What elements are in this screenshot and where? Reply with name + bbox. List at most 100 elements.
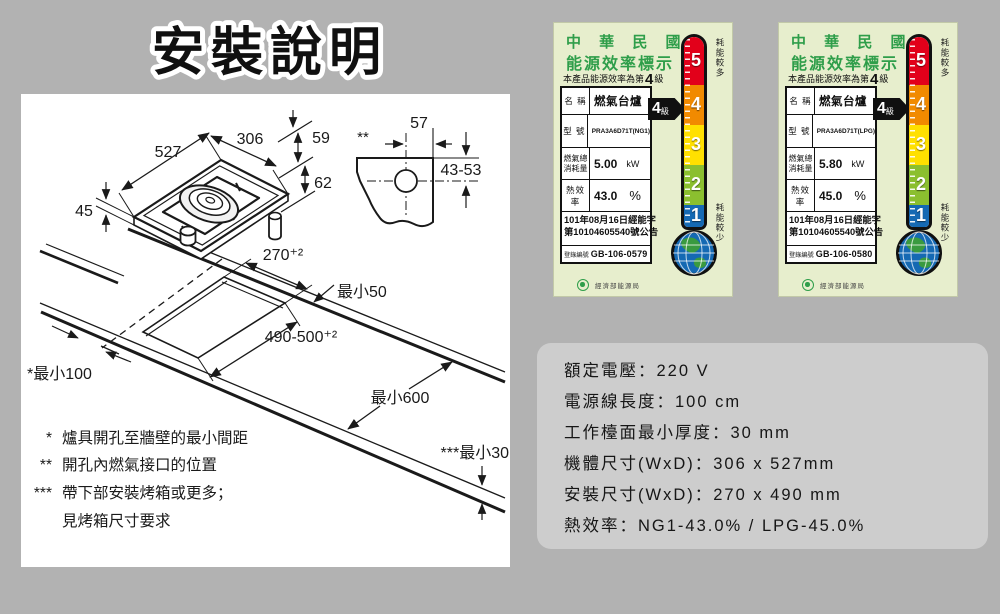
dim-43-53: 43-53 bbox=[441, 162, 482, 179]
badge-suffix: 級 bbox=[885, 106, 894, 116]
model-label: 型 號 bbox=[787, 115, 813, 147]
efficiency-unit: % bbox=[854, 188, 866, 203]
gas-label: 燃氣總消耗量 bbox=[562, 148, 590, 179]
spec-rated-voltage: 額定電壓：220 V bbox=[564, 362, 710, 380]
less-energy-label: 耗能較少 bbox=[940, 203, 950, 243]
efficiency-value-cell: 43.0% bbox=[590, 180, 650, 211]
hob-drawing bbox=[131, 158, 291, 260]
spec-thermal-efficiency: 熱效率：NG1-43.0% / LPG-45.0% bbox=[564, 517, 866, 535]
hob-dimensions: 527 306 59 62 45 bbox=[75, 110, 332, 232]
registration-number: GB-106-0579 bbox=[590, 249, 648, 259]
bureau-name: 經濟部能源局 bbox=[820, 283, 865, 290]
page-title: 安裝說明 bbox=[152, 24, 388, 82]
efficiency-label: 熱效率 bbox=[562, 180, 590, 211]
burner bbox=[178, 184, 240, 224]
registration-label: 登錄編號 bbox=[789, 251, 814, 259]
table-row: 名 稱燃氣台爐 bbox=[787, 88, 875, 115]
gas-connection-detail: ** 57 43-53 bbox=[356, 115, 485, 228]
label-footer: 經濟部能源局 bbox=[802, 279, 865, 291]
less-energy-label: 耗能較少 bbox=[715, 203, 725, 243]
label-country: 中 華 民 國 bbox=[566, 34, 688, 51]
note-text: 見烤箱尺寸要求 bbox=[62, 512, 171, 530]
subtitle-prefix: 本產品能源效率為第 bbox=[563, 74, 645, 84]
subtitle-suffix: 級 bbox=[879, 74, 889, 84]
efficiency-value-cell: 45.0% bbox=[815, 180, 875, 211]
table-row: 名 稱燃氣台爐 bbox=[562, 88, 650, 115]
bureau-logo-icon bbox=[802, 279, 814, 291]
dim-490-500: 490-500⁺² bbox=[265, 329, 338, 346]
dim-270: 270⁺² bbox=[263, 247, 304, 264]
gas-label-2: 消耗量 bbox=[563, 163, 588, 173]
efficiency-scale: 5 4 3 2 1 bbox=[681, 34, 707, 230]
label-footer: 經濟部能源局 bbox=[577, 279, 640, 291]
efficiency-value: 43.0 bbox=[594, 188, 618, 203]
dim-527: 527 bbox=[155, 144, 182, 161]
model-label: 型 號 bbox=[562, 115, 588, 147]
efficiency-label: 熱效率 bbox=[787, 180, 815, 211]
note-text: 開孔內燃氣接口的位置 bbox=[62, 456, 217, 474]
registration-number: GB-106-0580 bbox=[815, 249, 873, 259]
table-row: 燃氣總消耗量 5.80 kW bbox=[787, 148, 875, 180]
worktop-dimensions: 270⁺² 最小50 490-500⁺² *最小100 最小600 ***最小3… bbox=[27, 247, 509, 520]
name-value: 燃氣台爐 bbox=[819, 96, 867, 108]
gas-pipe bbox=[268, 211, 282, 241]
more-energy-label: 耗能較多 bbox=[715, 38, 725, 78]
efficiency-unit: % bbox=[629, 188, 641, 203]
badge-suffix: 級 bbox=[660, 106, 669, 116]
knob bbox=[179, 225, 197, 247]
efficiency-scale: 5 4 3 2 1 bbox=[906, 34, 932, 230]
gas-label-2: 消耗量 bbox=[788, 163, 813, 173]
spec-cord-length: 電源線長度：100 cm bbox=[564, 393, 742, 411]
diagram-notes: * 爐具開孔至牆壁的最小間距 ** 開孔內燃氣接口的位置 *** 帶下部安裝烤箱… bbox=[34, 429, 248, 530]
note-text: 帶下部安裝烤箱或更多； bbox=[62, 484, 233, 502]
gas-value: 5.00 bbox=[594, 156, 618, 171]
subtitle-prefix: 本產品能源效率為第 bbox=[788, 74, 870, 84]
badge-grade: 4 bbox=[652, 100, 661, 117]
dim-min30: ***最小30 bbox=[441, 444, 510, 462]
gas-value: 5.80 bbox=[819, 156, 843, 171]
more-energy-label: 耗能較多 bbox=[940, 38, 950, 78]
page-title-block: 安裝說明 bbox=[147, 19, 388, 87]
label-title: 能源效率標示 bbox=[791, 56, 900, 73]
label-country: 中 華 民 國 bbox=[791, 34, 913, 51]
scale-ticks bbox=[685, 39, 690, 225]
announcement-line2: 第10104605540號公告 bbox=[564, 227, 659, 238]
globe-icon bbox=[671, 230, 717, 276]
dim-min50: 最小50 bbox=[337, 283, 387, 301]
dim-min600: 最小600 bbox=[371, 389, 430, 407]
gas-label-1: 燃氣總 bbox=[563, 154, 588, 164]
gas-label-1: 燃氣總 bbox=[788, 154, 813, 164]
model-value: PRA3A6D71T(LPG) bbox=[816, 127, 875, 135]
globe-icon bbox=[896, 230, 942, 276]
spec-summary-panel: 額定電壓：220 V 電源線長度：100 cm 工作檯面最小厚度：30 mm 機… bbox=[537, 343, 988, 549]
bureau-name: 經濟部能源局 bbox=[595, 283, 640, 290]
model-value: PRA3A6D71T(NG1) bbox=[591, 127, 650, 135]
note-marker: * bbox=[46, 430, 52, 447]
spec-min-worktop-thickness: 工作檯面最小厚度：30 mm bbox=[564, 424, 791, 442]
registration-label: 登錄編號 bbox=[564, 251, 589, 259]
gas-label: 燃氣總消耗量 bbox=[787, 148, 815, 179]
badge-grade: 4 bbox=[877, 100, 886, 117]
dim-45: 45 bbox=[75, 203, 93, 220]
dim-59: 59 bbox=[312, 130, 330, 147]
detail-marker: ** bbox=[357, 129, 369, 146]
gas-unit: kW bbox=[851, 158, 865, 169]
dim-57: 57 bbox=[410, 115, 428, 132]
name-label: 名 稱 bbox=[562, 88, 590, 114]
announcement-line1: 101年08月16日經能字 bbox=[564, 215, 656, 225]
announcement-row: 101年08月16日經能字第10104605540號公告 bbox=[787, 212, 883, 246]
